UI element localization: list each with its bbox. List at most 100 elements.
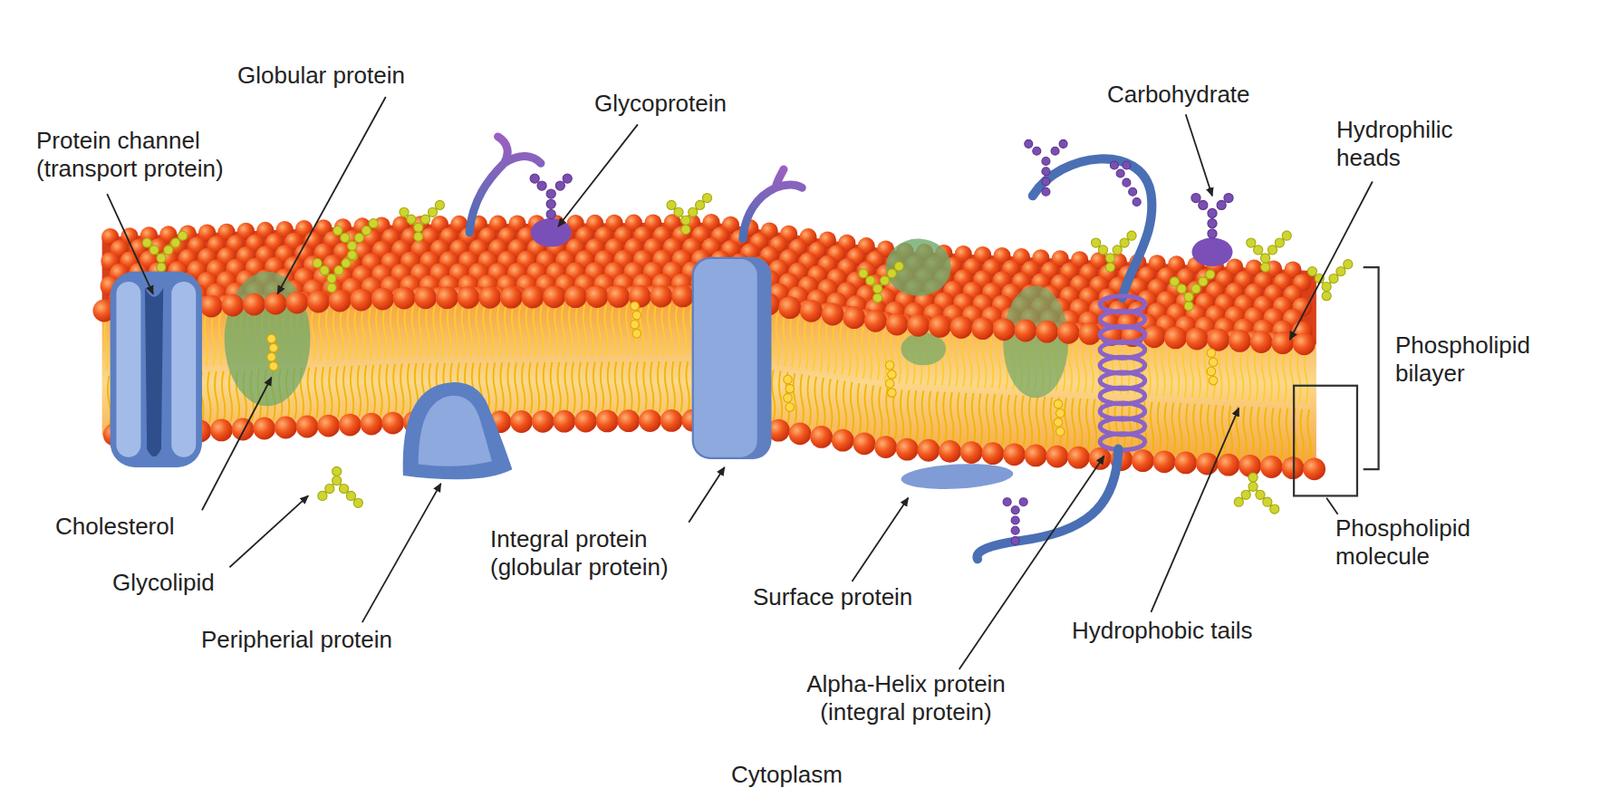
hydrophobic-tail — [1300, 409, 1303, 461]
hydrophobic-tail — [440, 306, 444, 357]
glycolipid — [1246, 238, 1256, 248]
hydrophobic-tail — [321, 366, 325, 418]
hydrophobic-tail — [1193, 404, 1196, 455]
phospholipid-head — [1217, 453, 1241, 477]
glycolipid — [406, 214, 416, 224]
hydrophobic-tail — [915, 390, 918, 442]
glycolipid — [858, 269, 868, 279]
phospholipid-head — [1164, 327, 1187, 350]
hydrophobic-tail — [519, 305, 522, 357]
hydrophobic-tail — [454, 306, 458, 357]
carbohydrate-bead — [1116, 169, 1125, 178]
label-cholesterol: Cholesterol — [55, 512, 175, 541]
phospholipid-head — [638, 409, 662, 433]
hydrophobic-tail — [561, 305, 565, 357]
hydrophobic-tail — [383, 307, 386, 358]
hydrophobic-tail — [968, 336, 972, 387]
hydrophobic-tail — [314, 366, 318, 418]
phospholipid-head — [1024, 444, 1048, 468]
leader-line — [202, 377, 272, 511]
hydrophobic-tail — [790, 316, 793, 367]
hydrophobic-tail — [1200, 404, 1204, 455]
phospholipid-head — [1185, 327, 1209, 351]
hydrophobic-tail — [532, 305, 536, 357]
hydrophobic-tail — [469, 305, 473, 357]
carbohydrate-bead — [537, 181, 547, 191]
phospholipid-head — [660, 409, 684, 433]
phospholipid-head — [242, 293, 266, 317]
hydrophobic-tail — [578, 362, 582, 414]
hydrophobic-tail — [833, 322, 837, 374]
glycolipid — [163, 245, 174, 255]
phospholipid-head — [478, 286, 502, 309]
hydrophobic-tail — [607, 362, 611, 414]
hydrophobic-tail — [311, 309, 315, 361]
hydrophobic-tail — [1083, 341, 1087, 393]
hydrophobic-tail — [493, 362, 497, 414]
hydrophobic-tail — [536, 362, 540, 414]
carbohydrate-bead — [546, 199, 556, 209]
label-glycoprotein: Glycoprotein — [594, 89, 727, 118]
hydrophobic-tail — [1172, 403, 1176, 454]
glycoprotein — [1191, 237, 1233, 267]
hydrophobic-tail — [368, 308, 372, 359]
glycolipid — [346, 250, 357, 261]
integral-protein — [692, 257, 772, 460]
phospholipid-head — [1250, 330, 1273, 354]
glycolipid — [1191, 284, 1201, 294]
hydrophobic-tail — [1225, 348, 1229, 400]
glycolipid — [1261, 253, 1271, 263]
hydrophobic-tail — [1250, 406, 1254, 458]
glycolipid — [1184, 292, 1194, 302]
hydrophobic-tail — [854, 326, 858, 377]
carbohydrate-bead — [546, 189, 556, 199]
molecule-box — [1293, 385, 1358, 497]
carbohydrate-bead — [1224, 192, 1234, 203]
protein-channel — [110, 271, 203, 468]
glycolipid — [319, 265, 329, 275]
glycolipid — [340, 232, 350, 242]
glycolipid — [1184, 301, 1194, 311]
hydrophobic-tail — [526, 305, 530, 357]
glycolipid — [1248, 472, 1258, 482]
glycolipid — [354, 232, 364, 242]
hydrophobic-tail — [326, 309, 329, 361]
hydrophobic-tail — [943, 392, 946, 444]
hydrophobic-tail — [529, 362, 532, 414]
phospholipid-head — [414, 286, 437, 309]
cholesterol — [785, 384, 794, 393]
cholesterol — [887, 370, 897, 379]
cholesterol — [630, 319, 639, 328]
hydrophobic-tail — [393, 364, 396, 415]
glycolipid-stem — [146, 235, 183, 268]
hydrophobic-tail — [521, 362, 525, 414]
hydrophobic-tail — [507, 362, 511, 414]
hydrophobic-tail — [583, 305, 587, 357]
hydrophobic-tail — [378, 364, 382, 415]
hydrophobic-tail — [1307, 409, 1311, 461]
phospholipid-head — [1271, 331, 1294, 355]
carbohydrate-bead — [1041, 167, 1051, 176]
phospholipid-head — [210, 419, 233, 443]
hydrophobic-tail — [1222, 404, 1225, 456]
label-glycolipid: Glycolipid — [112, 568, 215, 598]
phospholipid-head — [231, 418, 255, 442]
phospholipid-head — [1045, 445, 1069, 469]
hydrophobic-tail — [318, 309, 322, 361]
hydrophobic-tail — [390, 307, 394, 358]
hydrophobic-tail — [1108, 399, 1111, 451]
phospholipid-head — [928, 315, 952, 338]
hydrophobic-tail — [643, 361, 646, 413]
hydrophobic-tail — [1007, 395, 1011, 446]
hydrophobic-tail — [992, 394, 996, 445]
hydrophobic-tail — [793, 373, 797, 425]
hydrophobic-tail — [876, 329, 879, 381]
hydrophobic-tail — [618, 304, 622, 356]
peripheral-protein — [403, 382, 513, 480]
hydrophobic-tail — [665, 361, 668, 413]
hydrophobic-tail — [861, 327, 865, 378]
phospholipid-head — [831, 429, 855, 453]
hydrophobic-tail — [621, 361, 625, 413]
hydrophobic-tail — [571, 362, 575, 414]
hydrophobic-tail — [207, 371, 211, 423]
